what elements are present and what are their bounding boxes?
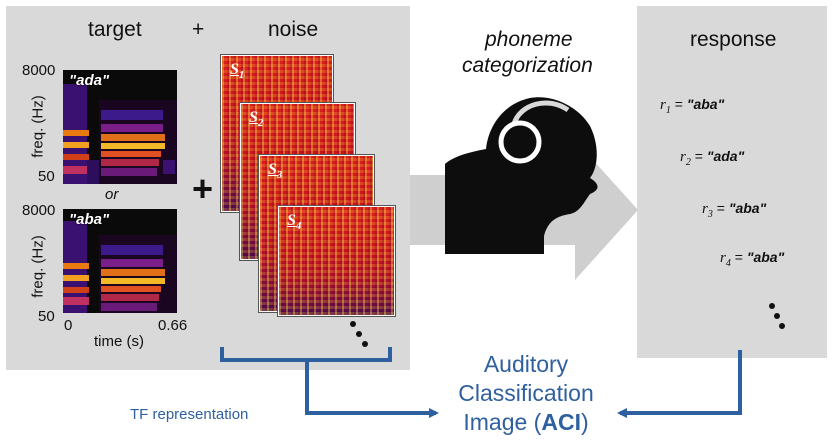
listener-silhouette bbox=[445, 97, 598, 254]
noise-sample-4: S4 bbox=[278, 206, 395, 316]
response-2: r2 = "ada" bbox=[680, 148, 745, 168]
noise-bracket bbox=[220, 347, 392, 362]
plus-sign: + bbox=[192, 168, 214, 209]
noise-title: noise bbox=[268, 18, 319, 41]
spectrogram-aba: "aba" bbox=[63, 209, 177, 313]
x-axis-label: time (s) bbox=[94, 333, 144, 350]
target-title: target bbox=[88, 18, 142, 41]
plus-title: + bbox=[192, 18, 205, 41]
spectrogram-aba-label: "aba" bbox=[69, 211, 110, 228]
x-axis-start: 0 bbox=[64, 317, 73, 334]
noise-sample-1-label: S1 bbox=[230, 61, 245, 82]
aci-line3: Image (ACI) bbox=[463, 409, 589, 435]
spec2-ybottom: 50 bbox=[38, 308, 55, 325]
response-panel bbox=[637, 6, 827, 358]
aci-line1: Auditory bbox=[483, 351, 569, 377]
noise-ellipsis bbox=[350, 321, 368, 347]
task-title-line1: phoneme bbox=[485, 28, 573, 51]
spectrogram-ada: "ada" bbox=[63, 70, 177, 184]
tf-arrow bbox=[305, 360, 439, 418]
response-arrow bbox=[617, 350, 742, 418]
aci-label: Auditory Classification Image (ACI) bbox=[446, 350, 606, 437]
response-title: response bbox=[690, 28, 777, 51]
spec1-ytop: 8000 bbox=[22, 62, 56, 79]
headphone-icon bbox=[498, 120, 542, 164]
response-3: r3 = "aba" bbox=[702, 200, 767, 220]
tf-representation-label: TF representation bbox=[130, 406, 249, 423]
noise-sample-3-label: S3 bbox=[268, 161, 283, 182]
aci-line2: Classification bbox=[458, 380, 594, 406]
task-title-line2: categorization bbox=[462, 54, 593, 77]
response-4: r4 = "aba" bbox=[720, 249, 785, 269]
noise-sample-2-label: S2 bbox=[249, 109, 264, 130]
spec1-ybottom: 50 bbox=[38, 168, 55, 185]
spectrogram-ada-image bbox=[63, 70, 177, 184]
spectrogram-ada-label: "ada" bbox=[69, 72, 110, 89]
noise-sample-4-label: S4 bbox=[287, 212, 302, 233]
response-1: r1 = "aba" bbox=[660, 96, 725, 116]
response-ellipsis bbox=[769, 303, 785, 329]
or-text: or bbox=[105, 186, 119, 203]
listener-icon bbox=[445, 97, 598, 254]
x-axis-end: 0.66 bbox=[158, 317, 188, 334]
spectrogram-aba-image bbox=[63, 209, 177, 313]
spec2-ytop: 8000 bbox=[22, 202, 56, 219]
